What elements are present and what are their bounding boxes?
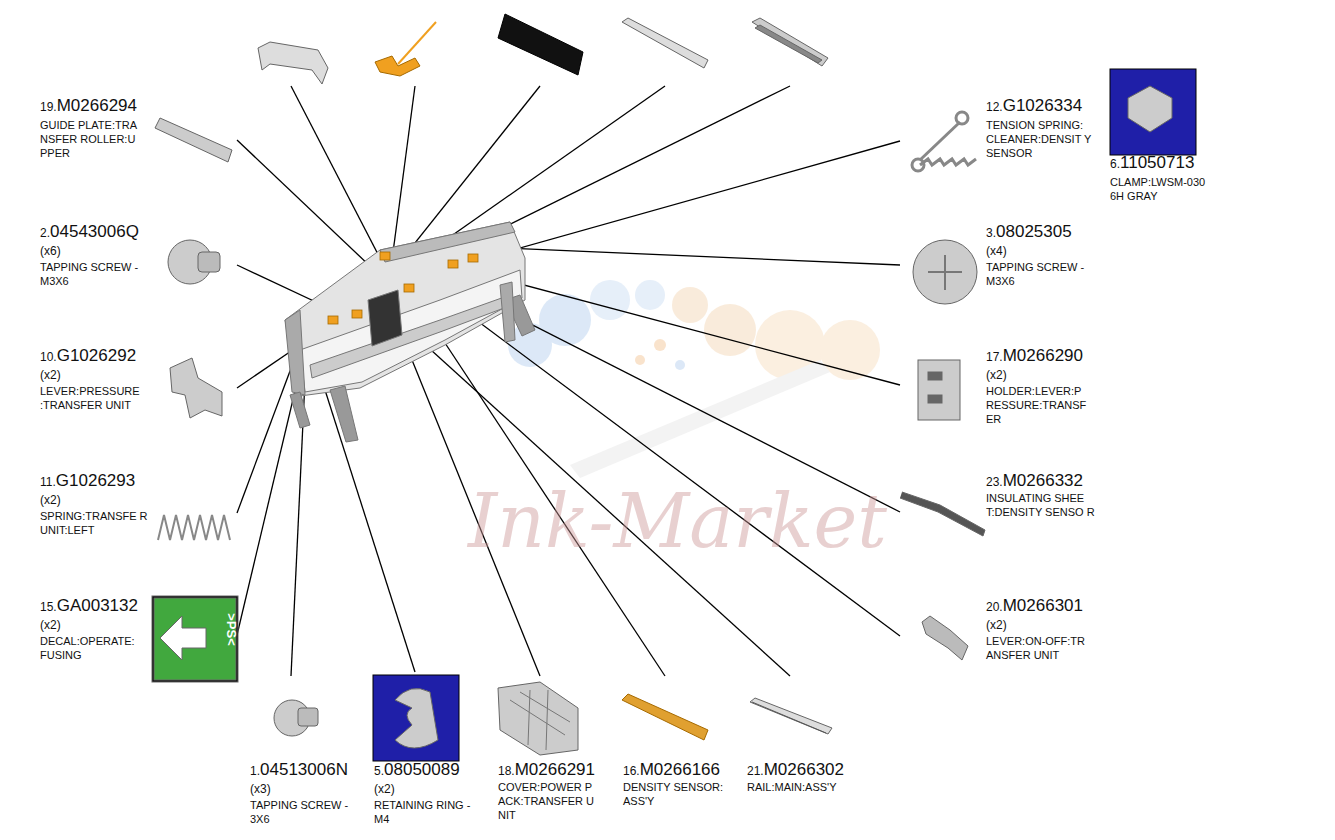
part-number: GA003132 — [57, 596, 138, 615]
part-name: INSULATING SHEE T:DENSITY SENSO R — [986, 491, 1101, 519]
quantity: (x3) — [250, 782, 271, 796]
part-heading: 10.G1026292 — [40, 346, 136, 367]
part-name: COVER:POWER P ACK:TRANSFER U NIT — [498, 780, 610, 822]
quantity: (x6) — [40, 244, 61, 258]
quantity: (x2) — [374, 782, 395, 796]
part-heading: 2.04543006Q — [40, 222, 139, 243]
part-number: M0266294 — [57, 96, 137, 115]
part-heading: 15.GA003132 — [40, 596, 138, 617]
quantity: (x2) — [40, 493, 61, 507]
part-number: M0266301 — [1003, 596, 1083, 615]
part-number: M0266290 — [1003, 346, 1083, 365]
callout-number: 21. — [747, 764, 764, 778]
callout-number: 1. — [250, 764, 260, 778]
part-name: DENSITY SENSOR: ASS'Y — [623, 780, 741, 808]
callout-number: 10. — [40, 350, 57, 364]
part-number: 11050713 — [1120, 153, 1194, 172]
part-number: M0266302 — [764, 760, 844, 779]
part-heading: 1.04513006N — [250, 760, 348, 781]
quantity: (x2) — [986, 368, 1007, 382]
part-number: G1026293 — [56, 471, 135, 490]
callout-number: 20. — [986, 600, 1003, 614]
part-heading: 21.M0266302 — [747, 760, 844, 781]
decal-text: >PS< — [223, 613, 238, 646]
part-heading: 5.08050089 — [374, 760, 460, 781]
part-number: M0266332 — [1003, 471, 1083, 490]
part-name: LEVER:PRESSURE :TRANSFER UNIT — [40, 384, 155, 412]
part-name: TAPPING SCREW - M3X6 — [986, 260, 1098, 288]
quantity: (x2) — [40, 368, 61, 382]
part-heading: 6.11050713 — [1110, 153, 1194, 174]
part-name: GUIDE PLATE:TRA NSFER ROLLER:U PPER — [40, 118, 155, 160]
part-number: G1026292 — [57, 346, 136, 365]
watermark: Ink-Market — [468, 478, 887, 564]
part-heading: 16.M0266166 — [623, 760, 720, 781]
callout-number: 15. — [40, 600, 57, 614]
part-name: TAPPING SCREW - 3X6 — [250, 798, 362, 826]
callout-number: 3. — [986, 226, 996, 240]
callout-number: 5. — [374, 764, 384, 778]
part-heading: 17.M0266290 — [986, 346, 1083, 367]
callout-number: 16. — [623, 764, 640, 778]
part-number: 08050089 — [384, 760, 460, 779]
part-number: M0266166 — [640, 760, 720, 779]
part-name: CLAMP:LWSM-030 6H GRAY — [1110, 175, 1222, 203]
part-heading: 23.M0266332 — [986, 471, 1083, 492]
part-name: TENSION SPRING: CLEANER:DENSIT Y SENSOR — [986, 118, 1101, 160]
part-heading: 3.08025305 — [986, 222, 1072, 243]
quantity: (x2) — [986, 618, 1007, 632]
part-name: SPRING:TRANSFE R UNIT:LEFT — [40, 509, 155, 537]
callout-number: 19. — [40, 100, 57, 114]
callout-number: 6. — [1110, 157, 1120, 171]
part-number: M0266291 — [515, 760, 595, 779]
callout-number: 11. — [40, 475, 56, 489]
part-name: TAPPING SCREW - M3X6 — [40, 260, 152, 288]
part-heading: 11.G1026293 — [40, 471, 135, 492]
part-number: 04543006Q — [50, 222, 139, 241]
part-number: 08025305 — [996, 222, 1072, 241]
callout-number: 17. — [986, 350, 1003, 364]
part-name: LEVER:ON-OFF:TR ANSFER UNIT — [986, 634, 1101, 662]
part-number: 04513006N — [260, 760, 348, 779]
callout-number: 18. — [498, 764, 515, 778]
callout-number: 23. — [986, 475, 1003, 489]
part-heading: 12.G1026334 — [986, 96, 1082, 117]
quantity: (x2) — [40, 618, 61, 632]
callout-number: 2. — [40, 226, 50, 240]
part-heading: 20.M0266301 — [986, 596, 1083, 617]
part-name: RAIL:MAIN:ASS'Y — [747, 780, 865, 794]
callout-number: 12. — [986, 100, 1003, 114]
part-heading: 19.M0266294 — [40, 96, 137, 117]
part-heading: 18.M0266291 — [498, 760, 595, 781]
part-number: G1026334 — [1003, 96, 1082, 115]
part-name: DECAL:OPERATE: FUSING — [40, 634, 150, 662]
part-name: RETAINING RING - M4 — [374, 798, 486, 826]
part-name: HOLDER:LEVER:P RESSURE:TRANSF ER — [986, 384, 1101, 426]
quantity: (x4) — [986, 244, 1007, 258]
